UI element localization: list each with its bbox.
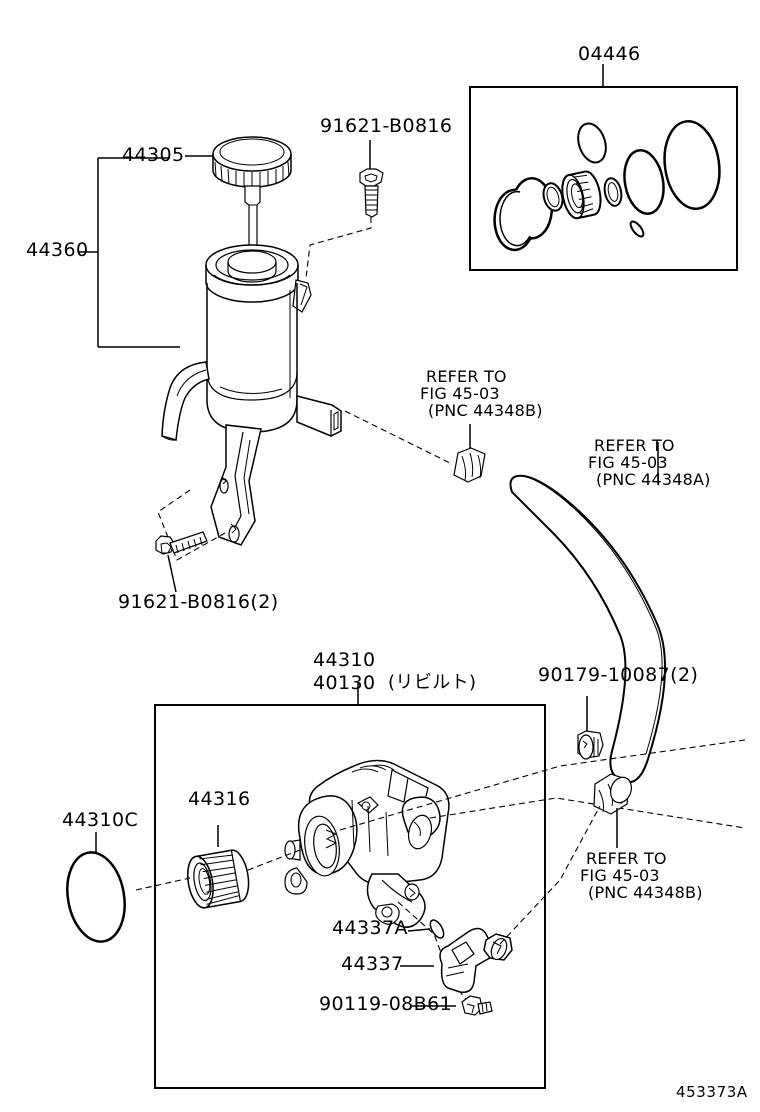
label-pump-assembly: 44310 bbox=[313, 649, 376, 671]
label-refer-bottom-line1: REFER TO bbox=[586, 849, 667, 868]
label-refer-bottom-line3: (PNC 44348B) bbox=[588, 883, 703, 902]
label-reservoir-bolt: 91621-B0816 bbox=[320, 115, 453, 137]
label-seal-kit: 04446 bbox=[578, 43, 641, 65]
label-refer-hose-line1: REFER TO bbox=[594, 436, 675, 455]
reservoir-bolt-art bbox=[305, 140, 384, 279]
union-assembly-art bbox=[397, 901, 513, 1016]
label-refer-hose-line2: FIG 45-03 bbox=[588, 453, 668, 472]
label-bracket-bolt: 91621-B0816(2) bbox=[118, 591, 279, 613]
hose-grommet-art bbox=[577, 696, 604, 760]
reservoir-cap-art bbox=[212, 136, 292, 265]
label-reservoir-cap: 44305 bbox=[122, 144, 185, 166]
figure-code: 453373A bbox=[676, 1083, 748, 1101]
label-pump-pulley: 44316 bbox=[188, 788, 251, 810]
pressure-hose-art bbox=[509, 442, 667, 784]
bracket-bolt-art bbox=[155, 489, 226, 593]
label-union-bolt: 90119-08B61 bbox=[319, 993, 453, 1015]
reservoir-assembly-brace bbox=[78, 157, 180, 348]
reservoir-tank-art bbox=[161, 244, 342, 546]
label-union: 44337 bbox=[341, 953, 404, 975]
label-pump-o-ring: 44310C bbox=[62, 809, 139, 831]
label-union-seal: 44337A bbox=[332, 917, 408, 939]
seal-kit-box-group bbox=[469, 64, 738, 271]
pump-o-ring-art bbox=[66, 832, 126, 943]
label-hose-grommet: 90179-10087(2) bbox=[538, 664, 699, 686]
label-refer-mid-line2: FIG 45-03 bbox=[420, 384, 500, 403]
label-refer-mid-line1: REFER TO bbox=[426, 367, 507, 386]
label-refer-hose-line3: (PNC 44348A) bbox=[596, 470, 711, 489]
label-refer-mid-line3: (PNC 44348B) bbox=[428, 401, 543, 420]
hose-clip-bottom-art bbox=[499, 773, 632, 945]
hose-clip-mid-art bbox=[344, 410, 486, 483]
label-refer-bottom-line2: FIG 45-03 bbox=[580, 866, 660, 885]
pump-box-group bbox=[154, 683, 546, 1089]
label-reservoir-assembly: 44360 bbox=[26, 239, 89, 261]
label-pump-reman-note: (リビルト) bbox=[388, 672, 477, 693]
pump-body-art bbox=[135, 739, 746, 928]
pump-pulley-art bbox=[187, 825, 250, 909]
label-pump-reman: 40130 bbox=[313, 672, 376, 694]
